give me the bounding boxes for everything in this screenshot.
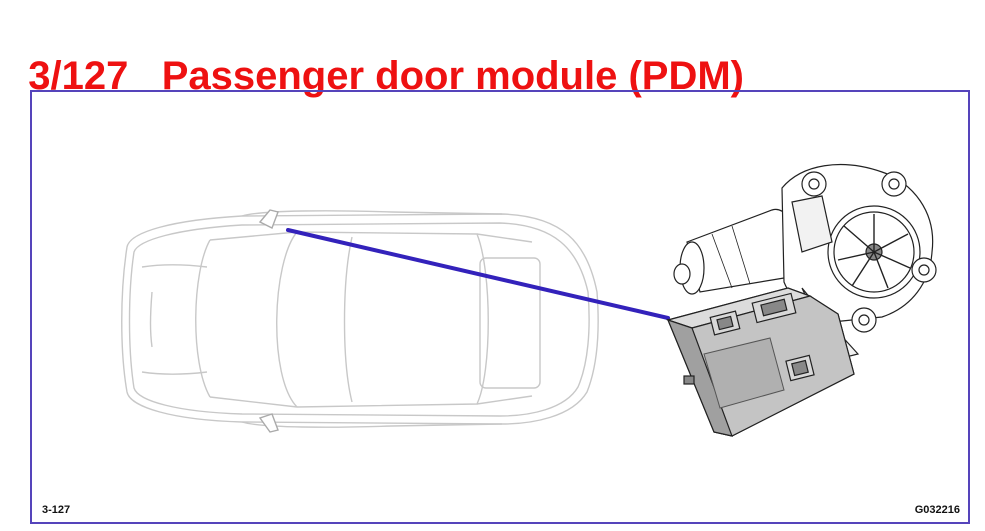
- car-top-view-icon: [121, 210, 599, 428]
- door-module-icon: [665, 287, 855, 437]
- figure-label-left: 3-127: [42, 504, 71, 516]
- mirror-bottom-icon: [258, 413, 279, 433]
- window-motor-icon: [673, 163, 937, 359]
- figure-frame: 3-127 G032216: [30, 90, 970, 524]
- pointer-line: [286, 228, 670, 320]
- figure-code: G032216: [914, 504, 960, 516]
- mirror-top-icon: [258, 209, 279, 229]
- page-title: 3/127 Passenger door module (PDM): [6, 4, 744, 100]
- figure-illustration: [121, 163, 937, 437]
